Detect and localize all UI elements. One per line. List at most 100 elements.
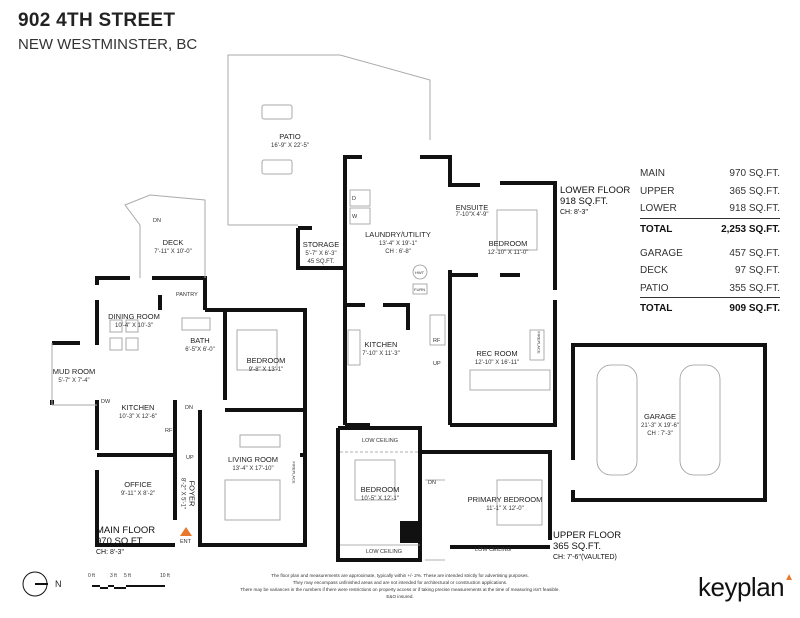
room-lower-kitchen: KITCHEN 7'-10" X 11'-3" bbox=[362, 340, 399, 357]
room-dims: 7'-11" X 10'-0" bbox=[154, 249, 192, 255]
room-dining: DINING ROOM 10'-4" X 10'-3" bbox=[108, 312, 160, 329]
room-name: STORAGE bbox=[302, 240, 340, 249]
room-dims: 12'-10" X 11'-0" bbox=[487, 250, 529, 256]
property-address: 902 4TH STREET bbox=[18, 10, 176, 31]
low-ceiling-label: LOW CEILING bbox=[475, 547, 512, 553]
stairs-up-label: UP bbox=[433, 361, 441, 367]
scale-tick-label: 10 ft bbox=[160, 573, 170, 579]
fridge-label: RF bbox=[165, 428, 173, 434]
room-name: PATIO bbox=[279, 132, 301, 141]
area-label: LOWER bbox=[640, 203, 677, 214]
room-dims: 21'-3" X 19'-6" bbox=[641, 423, 679, 429]
main-floor-label: MAIN FLOOR 970 SQ.FT. CH: 8'-3" bbox=[96, 525, 155, 558]
room-dims: 10'-5" X 12'-1" bbox=[361, 496, 399, 502]
room-dims: 13'-4" X 17'-10" bbox=[232, 466, 274, 472]
low-ceiling-label: LOW CEILING bbox=[366, 549, 403, 555]
room-primary-bedroom: PRIMARY BEDROOM 11'-1" X 12'-0" bbox=[468, 495, 543, 512]
room-dims: 16'-9" X 22'-5" bbox=[271, 143, 309, 149]
room-name: PRIMARY BEDROOM bbox=[467, 495, 543, 504]
room-name: MUD ROOM bbox=[52, 367, 96, 376]
garage-cars bbox=[596, 364, 721, 476]
area-value: 365 SQ.FT. bbox=[729, 185, 780, 197]
room-dims: 10'-3" X 12'-6" bbox=[119, 414, 157, 420]
pantry-label: PANTRY bbox=[176, 292, 198, 298]
garage-walls bbox=[571, 343, 767, 502]
area-label: UPPER bbox=[640, 185, 675, 197]
area-value: 355 SQ.FT. bbox=[729, 282, 780, 294]
room-dims: 8'-2" X 5'-1" bbox=[179, 477, 186, 510]
scale-bar bbox=[92, 585, 165, 589]
room-name: FOYER bbox=[187, 480, 197, 507]
fridge-label: RF bbox=[433, 338, 441, 344]
scale-tick-label: 5 ft bbox=[124, 573, 131, 579]
room-patio: PATIO 16'-9" X 22'-5" bbox=[271, 132, 309, 149]
room-dims: 9'-8" X 13'-1" bbox=[248, 367, 284, 373]
room-ceiling: CH : 6'-8" bbox=[385, 249, 411, 255]
room-name: REC ROOM bbox=[476, 349, 518, 358]
lower-floor-label: LOWER FLOOR 918 SQ.FT. CH: 8'-3" bbox=[560, 185, 630, 218]
room-name: BATH bbox=[190, 336, 210, 345]
main-floor-thin-lines bbox=[51, 194, 281, 521]
area-value: 909 SQ.FT. bbox=[729, 303, 780, 314]
room-mud-room: MUD ROOM 5'-7" X 7'-4" bbox=[53, 367, 96, 384]
room-main-kitchen: KITCHEN 10'-3" X 12'-6" bbox=[119, 403, 157, 420]
area-label: GARAGE bbox=[640, 247, 683, 259]
fireplace-label: FIREPLACE bbox=[536, 331, 542, 354]
area-value: 457 SQ.FT. bbox=[729, 247, 780, 259]
area-label: DECK bbox=[640, 265, 668, 276]
room-upper-bedroom: BEDROOM 10'-5" X 12'-1" bbox=[361, 485, 400, 502]
floor-ceiling-height: CH: 8'-3" bbox=[560, 209, 588, 216]
room-name: BEDROOM bbox=[360, 485, 400, 494]
keyplan-logo: keyplan▲ bbox=[698, 572, 794, 603]
stairs-up-label: UP bbox=[186, 455, 194, 461]
room-name: KITCHEN bbox=[364, 340, 398, 349]
patio-outline bbox=[227, 54, 431, 226]
area-row-garage: GARAGE 457 SQ.FT. bbox=[640, 245, 780, 263]
upper-floor-walls bbox=[336, 426, 552, 562]
room-living: LIVING ROOM 13'-4" X 17'-10" bbox=[228, 455, 278, 472]
floor-ceiling-height: CH: 7'-6"(VAULTED) bbox=[553, 554, 617, 561]
floor-area: 918 SQ.FT. bbox=[560, 196, 609, 207]
area-value: 970 SQ.FT. bbox=[729, 168, 780, 179]
area-label: TOTAL bbox=[640, 223, 673, 235]
room-foyer: FOYER 8'-2" X 5'-1" bbox=[180, 478, 197, 509]
fireplace-label: FIREPLACE bbox=[291, 461, 297, 484]
floor-name: LOWER FLOOR bbox=[560, 185, 631, 196]
room-dims: 9'-11" X 8'-2" bbox=[120, 491, 156, 497]
dishwasher-label: DW bbox=[101, 399, 111, 405]
fox-icon: ▲ bbox=[784, 572, 794, 583]
floor-area: 365 SQ.FT. bbox=[553, 541, 602, 552]
entrance-label: ENT bbox=[180, 539, 191, 545]
area-label: MAIN bbox=[640, 168, 665, 179]
room-dims: 5'-7" X 6'-3" bbox=[305, 251, 337, 257]
entrance-marker bbox=[180, 527, 192, 536]
area-label: TOTAL bbox=[640, 303, 673, 314]
disclaimer: The floor plan and measurements are appr… bbox=[240, 572, 560, 600]
disclaimer-line: There may be variances in the numbers if… bbox=[240, 587, 560, 599]
room-bath: BATH 6'-5"X 6'-0" bbox=[185, 336, 215, 353]
room-name: BEDROOM bbox=[246, 356, 286, 365]
room-name: LAUNDRY/UTILITY bbox=[365, 230, 431, 239]
disclaimer-line: The floor plan and measurements are appr… bbox=[271, 573, 529, 578]
upper-floor-label: UPPER FLOOR 365 SQ.FT. CH: 7'-6"(VAULTED… bbox=[553, 530, 621, 563]
room-ceiling: CH : 7'-3" bbox=[647, 431, 673, 437]
north-label: N bbox=[55, 579, 62, 589]
room-dims: 12'-10" X 16'-11" bbox=[474, 360, 520, 366]
room-area: 45 SQ.FT. bbox=[307, 259, 335, 265]
area-row-main: MAIN 970 SQ.FT. bbox=[640, 165, 780, 183]
furnace-label: FURN bbox=[414, 287, 426, 292]
area-row-other-total: TOTAL 909 SQ.FT. bbox=[640, 297, 780, 318]
scale-tick-label: 0 ft bbox=[88, 573, 95, 579]
room-office: OFFICE 9'-11" X 8'-2" bbox=[121, 480, 155, 497]
washer-label: W bbox=[352, 214, 358, 220]
room-lower-bedroom: BEDROOM 12'-10" X 11'-0" bbox=[488, 239, 529, 256]
upper-floor-thin-lines bbox=[340, 451, 543, 561]
north-compass bbox=[22, 571, 48, 597]
room-dims: 11'-1" X 12'-0" bbox=[486, 506, 524, 512]
room-name: DINING ROOM bbox=[108, 312, 160, 321]
room-dims: 5'-7" X 7'-4" bbox=[58, 378, 90, 384]
